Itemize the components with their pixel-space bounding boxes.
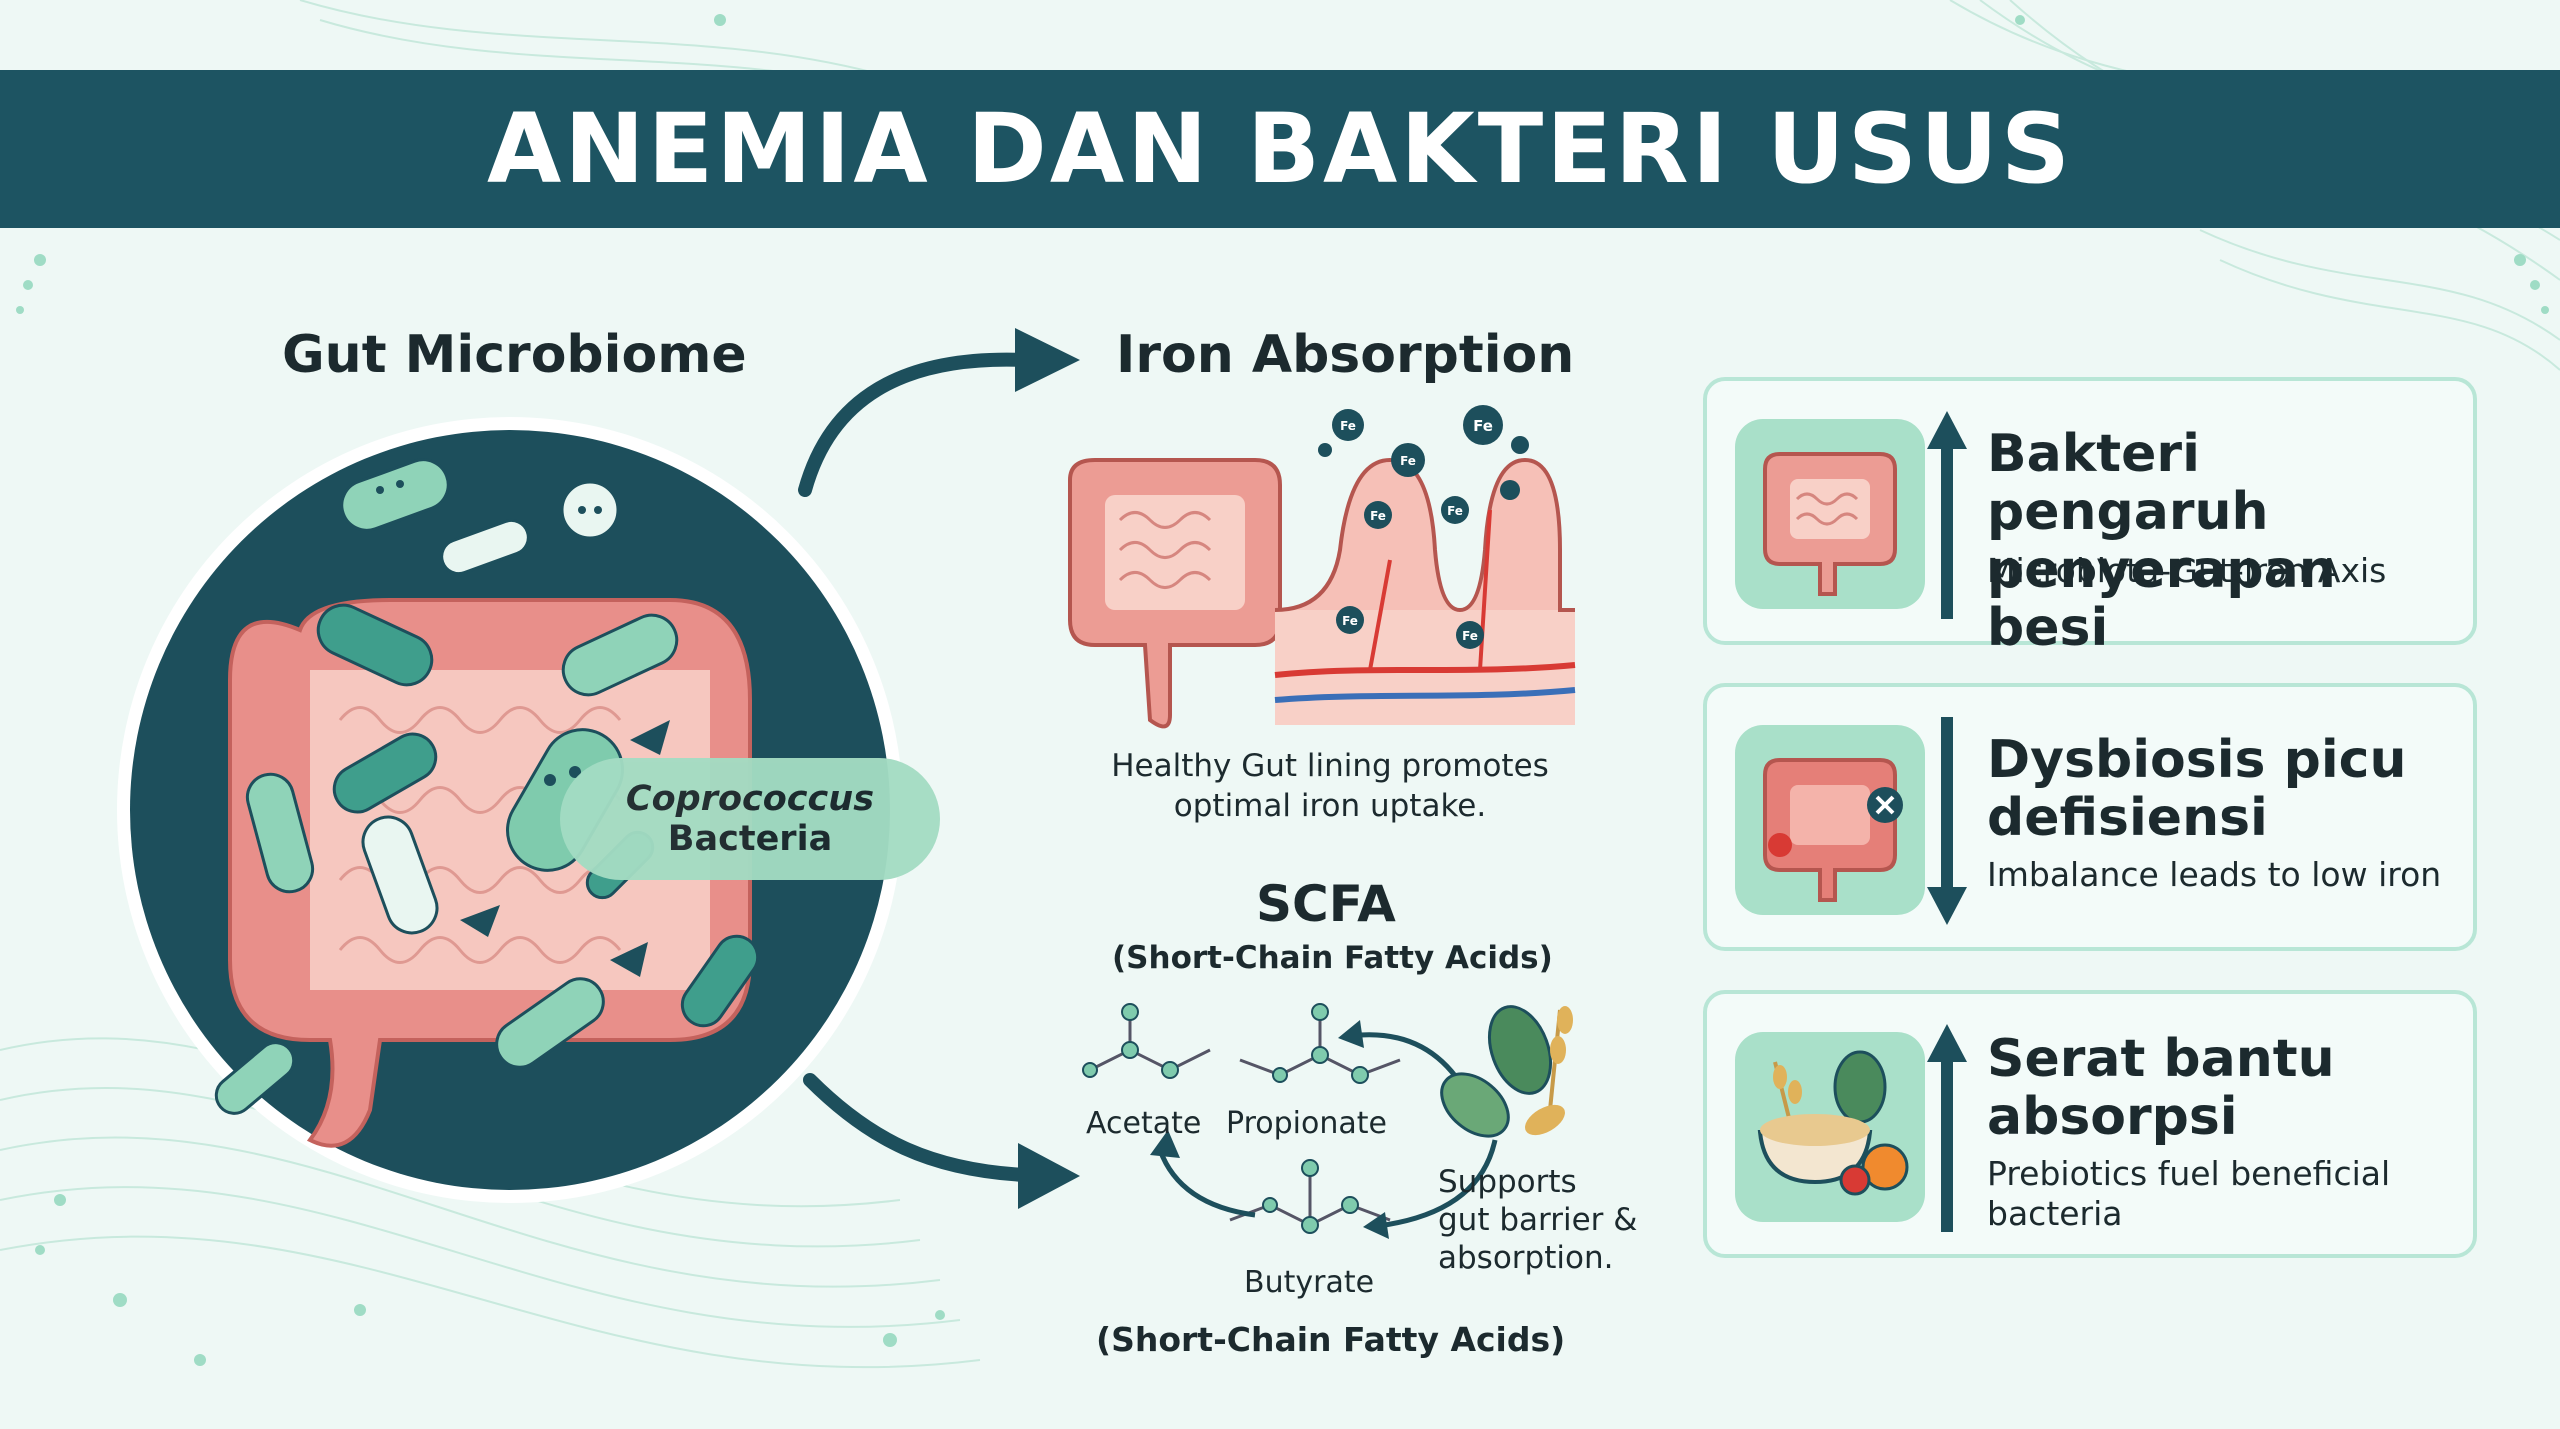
- iron-absorption-title: Iron Absorption: [1116, 325, 1575, 385]
- svg-text:Fe: Fe: [1447, 504, 1463, 518]
- support-line3: absorption.: [1438, 1240, 1614, 1276]
- bacterium-icon: [361, 815, 439, 935]
- scfa-subtitle: (Short-Chain Fatty Acids): [1112, 940, 1553, 976]
- card1-title: Bakteri pengaruh penyerapan besi: [1987, 424, 2336, 658]
- bacterium-icon: [332, 732, 438, 814]
- card-fiber-absorption: Serat bantu absorpsi Prebiotics fuel ben…: [1703, 990, 2477, 1258]
- blood-vessel-red: [1274, 662, 1576, 678]
- card2-title: Dysbiosis picu defisiensi: [1987, 730, 2407, 848]
- blood-vessel-blue: [1274, 687, 1576, 703]
- iron-absorption-caption: Healthy Gut lining promotes optimal iron…: [1090, 746, 1570, 826]
- bacterium-icon: [214, 1041, 296, 1115]
- coprococcus-label-line2: Bacteria: [667, 819, 833, 859]
- support-line1: Supports: [1438, 1164, 1577, 1200]
- butyrate-label: Butyrate: [1244, 1265, 1375, 1300]
- bacterium-icon: [440, 518, 530, 576]
- iron-particles: [1318, 405, 1529, 649]
- svg-text:Fe: Fe: [1473, 417, 1493, 435]
- card2-description: Imbalance leads to low iron: [1987, 855, 2442, 894]
- svg-text:Fe: Fe: [1342, 614, 1358, 628]
- scfa-support-text: Supports gut barrier & absorption.: [1438, 1163, 1637, 1277]
- card-bacteria-iron-absorption: Bakteri pengaruh penyerapan besi Microbi…: [1703, 377, 2477, 657]
- absorption-arrows: [1368, 509, 1492, 671]
- propionate-label: Propionate: [1226, 1106, 1387, 1141]
- card1-description: Microbiota-Gut-Iron Axis: [1987, 551, 2387, 590]
- coprococcus-label: Coprococcus Bacteria: [560, 758, 940, 880]
- card-dysbiosis-deficiency: Dysbiosis picu defisiensi Imbalance lead…: [1703, 683, 2477, 951]
- bacterium-icon: [680, 934, 760, 1028]
- scfa-title: SCFA: [1256, 875, 1396, 933]
- svg-text:Fe: Fe: [1340, 419, 1356, 433]
- propionate-molecule-icon: [1239, 1015, 1401, 1077]
- bacterium-icon: [245, 772, 315, 894]
- villi-icon: [1274, 457, 1575, 613]
- title-banner: ANEMIA DAN BAKTERI USUS: [0, 70, 2560, 228]
- card3-title: Serat bantu absorpsi: [1987, 1029, 2335, 1147]
- bacterium-icon: [561, 613, 679, 697]
- bacterium-icon: [495, 977, 605, 1069]
- svg-text:Fe: Fe: [1370, 509, 1386, 523]
- bacterium-icon: [340, 458, 450, 532]
- arrow-to-iron-absorption: [798, 328, 1080, 497]
- bacterium-icon: [560, 480, 620, 540]
- up-arrow-icon: [1927, 411, 1967, 619]
- page-title: ANEMIA DAN BAKTERI USUS: [486, 93, 2074, 205]
- iron-caption-line1: Healthy Gut lining promotes: [1111, 748, 1549, 784]
- healthy-colon-icon: [1735, 419, 1925, 609]
- arrow-to-scfa: [803, 1073, 1080, 1209]
- bacterium-icon: [316, 603, 434, 687]
- card3-description: Prebiotics fuel beneficial bacteria: [1987, 1154, 2391, 1233]
- iron-caption-line2: optimal iron uptake.: [1173, 788, 1487, 824]
- bacteria-small-arrows: [460, 720, 670, 977]
- gut-microbiome-title: Gut Microbiome: [282, 325, 747, 385]
- scfa-molecules-diagram: [1082, 1003, 1573, 1239]
- support-line2: gut barrier &: [1438, 1202, 1638, 1238]
- fiber-plant-icon: [1440, 1005, 1573, 1138]
- iron-absorption-illustration: Fe Fe Fe Fe Fe Fe Fe: [1068, 405, 1576, 729]
- scfa-footer: (Short-Chain Fatty Acids): [1096, 1320, 1566, 1359]
- gut-microbiome-illustration: [117, 417, 903, 1203]
- iron-particle-labels: Fe Fe Fe Fe Fe Fe Fe: [1340, 417, 1493, 643]
- svg-text:Fe: Fe: [1462, 629, 1478, 643]
- inflamed-colon-icon: [1735, 725, 1925, 915]
- svg-text:Fe: Fe: [1400, 454, 1416, 468]
- up-arrow-icon: [1927, 1024, 1967, 1232]
- down-arrow-icon: [1927, 717, 1967, 925]
- colon-folds: [1118, 511, 1212, 589]
- acetate-molecule-icon: [1089, 1015, 1211, 1072]
- acetate-label: Acetate: [1086, 1106, 1202, 1141]
- fiber-food-icon: [1735, 1032, 1925, 1222]
- coprococcus-label-line1: Coprococcus: [625, 779, 875, 819]
